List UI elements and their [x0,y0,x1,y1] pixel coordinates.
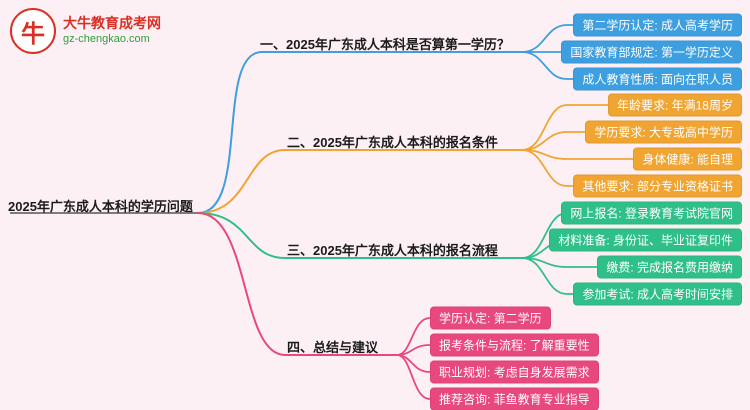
leaf-node[interactable]: 成人教育性质: 面向在职人员 [573,67,742,91]
bull-icon: 牛 [10,8,56,54]
leaf-node[interactable]: 学历认定: 第二学历 [430,306,551,330]
leaf-node[interactable]: 职业规划: 考虑自身发展需求 [430,360,599,384]
leaf-node[interactable]: 推荐咨询: 菲鱼教育专业指导 [430,387,599,410]
leaf-node[interactable]: 材料准备: 身份证、毕业证复印件 [549,228,742,252]
leaf-node[interactable]: 第二学历认定: 成人高考学历 [573,13,742,37]
site-logo[interactable]: 牛 大牛教育成考网 gz-chengkao.com [10,8,161,54]
branch-1-label[interactable]: 一、2025年广东成人本科是否算第一学历？ [260,37,510,52]
leaf-node[interactable]: 学历要求: 大专或高中学历 [585,120,742,144]
leaf-node[interactable]: 报考条件与流程: 了解重要性 [430,333,599,357]
leaf-node[interactable]: 参加考试: 成人高考时间安排 [573,282,742,306]
leaf-node[interactable]: 其他要求: 部分专业资格证书 [573,174,742,198]
root-node[interactable]: 2025年广东成人本科的学历问题 [8,199,193,214]
leaf-node[interactable]: 年龄要求: 年满18周岁 [607,93,742,117]
leaf-node[interactable]: 缴费: 完成报名费用缴纳 [597,255,742,279]
leaf-node[interactable]: 国家教育部规定: 第一学历定义 [561,40,742,64]
branch-3-label[interactable]: 三、2025年广东成人本科的报名流程 [287,243,498,258]
leaf-node[interactable]: 身体健康: 能自理 [633,147,742,171]
logo-subtitle: gz-chengkao.com [63,32,150,45]
branch-4-label[interactable]: 四、总结与建议 [287,340,379,355]
logo-title: 大牛教育成考网 [63,15,161,32]
leaf-node[interactable]: 网上报名: 登录教育考试院官网 [561,201,742,225]
branch-2-label[interactable]: 二、2025年广东成人本科的报名条件 [287,135,498,150]
